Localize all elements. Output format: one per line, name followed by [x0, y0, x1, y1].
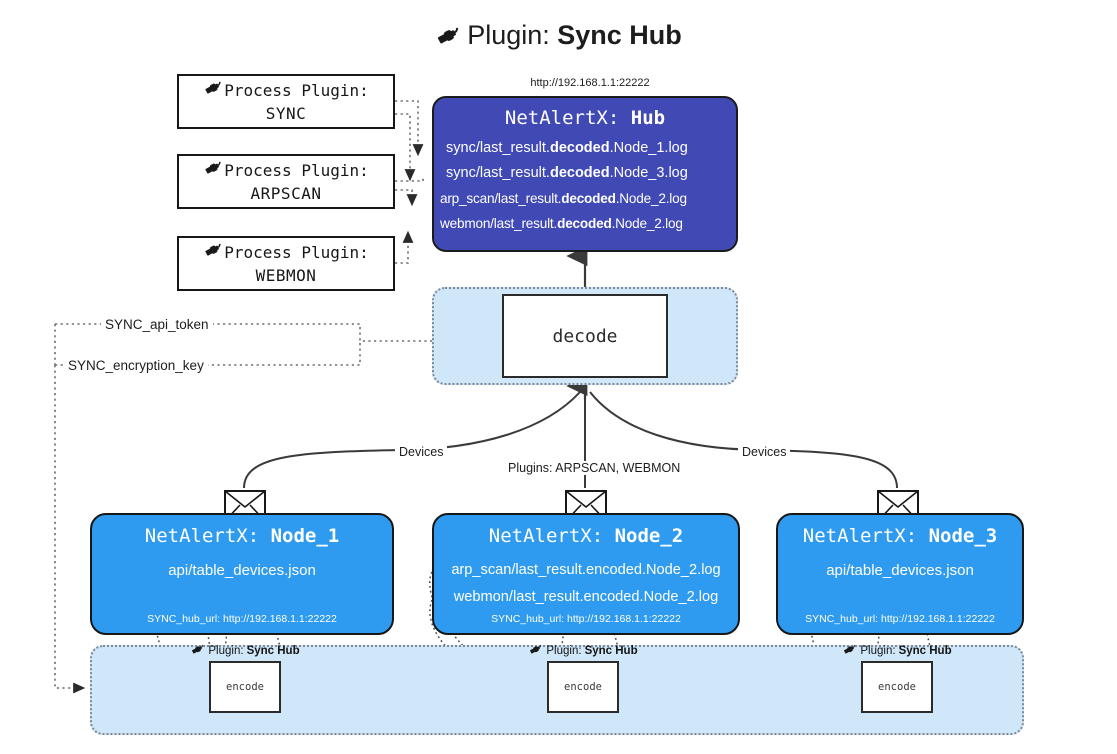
- process-plugin-title: Process Plugin:: [224, 242, 369, 262]
- edge-label-plugins: Plugins: ARPSCAN, WEBMON: [504, 461, 685, 475]
- node-body: api/table_devices.json: [778, 557, 1022, 584]
- log-keyword: decoded: [549, 165, 610, 181]
- hub-name: Hub: [630, 107, 666, 129]
- edge-label-devices-right: Devices: [738, 445, 791, 459]
- hub-node[interactable]: NetAlertX: Hub sync/last_result.decoded.…: [432, 96, 738, 252]
- encoder-plugin-name: Sync Hub: [898, 645, 952, 657]
- encoder-plugin-prefix: Plugin:: [860, 645, 896, 657]
- encode-box[interactable]: encode: [861, 661, 933, 713]
- log-suffix: .Node_2.log: [615, 191, 687, 206]
- process-plugin-name: ARPSCAN: [250, 183, 322, 203]
- node-title: NetAlertX: Node_3: [778, 525, 1022, 547]
- process-plugin-box-webmon[interactable]: Process Plugin: WEBMON: [177, 236, 395, 291]
- log-keyword: decoded: [549, 140, 610, 156]
- node-title: NetAlertX: Node_1: [92, 525, 392, 547]
- log-suffix: .Node_3.log: [609, 165, 688, 181]
- plug-icon: [203, 241, 223, 265]
- node-hub-url: SYNC_hub_url: http://192.168.1.1:22222: [147, 613, 337, 625]
- node-body: arp_scan/last_result.encoded.Node_2.log …: [434, 557, 738, 611]
- node-hub-url: SYNC_hub_url: http://192.168.1.1:22222: [805, 613, 995, 625]
- node-label: NetAlertX:: [144, 525, 260, 547]
- plug-icon: [435, 22, 461, 56]
- node-resource: arp_scan/last_result.encoded.Node_2.log: [451, 562, 721, 578]
- node-name: Node_1: [270, 525, 340, 547]
- process-plugin-title: Process Plugin:: [224, 160, 369, 180]
- node-hub-url: SYNC_hub_url: http://192.168.1.1:22222: [491, 613, 681, 625]
- node-box-node-1[interactable]: NetAlertX: Node_1 api/table_devices.json…: [90, 513, 394, 635]
- wire-arpscan-stub: [395, 178, 424, 182]
- log-keyword: decoded: [557, 216, 612, 231]
- plug-icon: [842, 643, 857, 659]
- hub-log-entry: sync/last_result.decoded.Node_1.log: [446, 136, 736, 161]
- log-prefix: sync/last_result.: [446, 165, 550, 181]
- wire-sync-to-log2: [395, 113, 416, 182]
- hub-log-entry: arp_scan/last_result.decoded.Node_2.log: [440, 186, 736, 211]
- node-box-node-3[interactable]: NetAlertX: Node_3 api/table_devices.json…: [776, 513, 1024, 635]
- title-name: Sync Hub: [557, 20, 682, 50]
- hub-label: NetAlertX:: [504, 107, 620, 129]
- plug-icon: [203, 159, 223, 183]
- wire-encryption-key-to-encoders: [54, 365, 86, 694]
- wire-sync-to-log1: [395, 100, 424, 157]
- encryption-key-label: SYNC_encryption_key: [64, 358, 208, 373]
- node-label: NetAlertX:: [488, 525, 604, 547]
- title-prefix: Plugin:: [467, 20, 550, 50]
- wire-webmon-to-log4: [395, 230, 414, 264]
- envelope-icon: [224, 490, 266, 522]
- plug-icon: [203, 79, 223, 103]
- process-plugin-title: Process Plugin:: [224, 80, 369, 100]
- hub-url-label: http://192.168.1.1:22222: [530, 77, 650, 89]
- encoder-group-node-2: Plugin: Sync Hub encode: [508, 643, 658, 713]
- encoder-plugin-prefix: Plugin:: [208, 645, 244, 657]
- hub-log-entry: sync/last_result.decoded.Node_3.log: [446, 161, 736, 186]
- log-prefix: arp_scan/last_result.: [440, 191, 562, 206]
- process-plugin-name: WEBMON: [255, 265, 317, 285]
- process-plugin-box-sync[interactable]: Process Plugin: SYNC: [177, 74, 395, 129]
- log-suffix: .Node_1.log: [609, 140, 688, 156]
- node-body: api/table_devices.json: [92, 557, 392, 584]
- encoder-group-node-1: Plugin: Sync Hub encode: [170, 643, 320, 713]
- log-prefix: sync/last_result.: [446, 140, 550, 156]
- hub-log-entry: webmon/last_result.decoded.Node_2.log: [440, 211, 736, 236]
- process-plugin-name: SYNC: [265, 103, 307, 123]
- node-resource: api/table_devices.json: [168, 562, 316, 579]
- node-resource: api/table_devices.json: [826, 562, 974, 579]
- hub-title: NetAlertX: Hub: [434, 107, 736, 129]
- api-token-label: SYNC_api_token: [101, 317, 213, 332]
- encoder-group-node-3: Plugin: Sync Hub encode: [822, 643, 972, 713]
- process-plugin-box-arpscan[interactable]: Process Plugin: ARPSCAN: [177, 154, 395, 209]
- encoder-plugin-label: Plugin: Sync Hub: [508, 643, 658, 659]
- encoder-plugin-prefix: Plugin:: [546, 645, 582, 657]
- node-title: NetAlertX: Node_2: [434, 525, 738, 547]
- node-label: NetAlertX:: [802, 525, 918, 547]
- plug-icon: [528, 643, 543, 659]
- decode-box[interactable]: decode: [502, 294, 668, 378]
- encode-box[interactable]: encode: [209, 661, 281, 713]
- edge-label-devices-left: Devices: [395, 445, 448, 459]
- page-title: Plugin: Sync Hub: [0, 18, 1117, 56]
- plug-icon: [190, 643, 205, 659]
- encode-box[interactable]: encode: [547, 661, 619, 713]
- node-resource: webmon/last_result.encoded.Node_2.log: [453, 589, 719, 605]
- log-prefix: webmon/last_result.: [440, 216, 558, 231]
- node-box-node-2[interactable]: NetAlertX: Node_2 arp_scan/last_result.e…: [432, 513, 740, 635]
- encoder-plugin-name: Sync Hub: [246, 645, 300, 657]
- node-name: Node_2: [614, 525, 684, 547]
- node-name: Node_3: [928, 525, 998, 547]
- log-keyword: decoded: [561, 191, 616, 206]
- encoder-plugin-name: Sync Hub: [584, 645, 638, 657]
- log-suffix: .Node_2.log: [611, 216, 683, 231]
- wire-arpscan-to-log3: [395, 189, 418, 207]
- encoder-plugin-label: Plugin: Sync Hub: [822, 643, 972, 659]
- hub-log-list: sync/last_result.decoded.Node_1.log sync…: [434, 136, 736, 236]
- encoder-plugin-label: Plugin: Sync Hub: [170, 643, 320, 659]
